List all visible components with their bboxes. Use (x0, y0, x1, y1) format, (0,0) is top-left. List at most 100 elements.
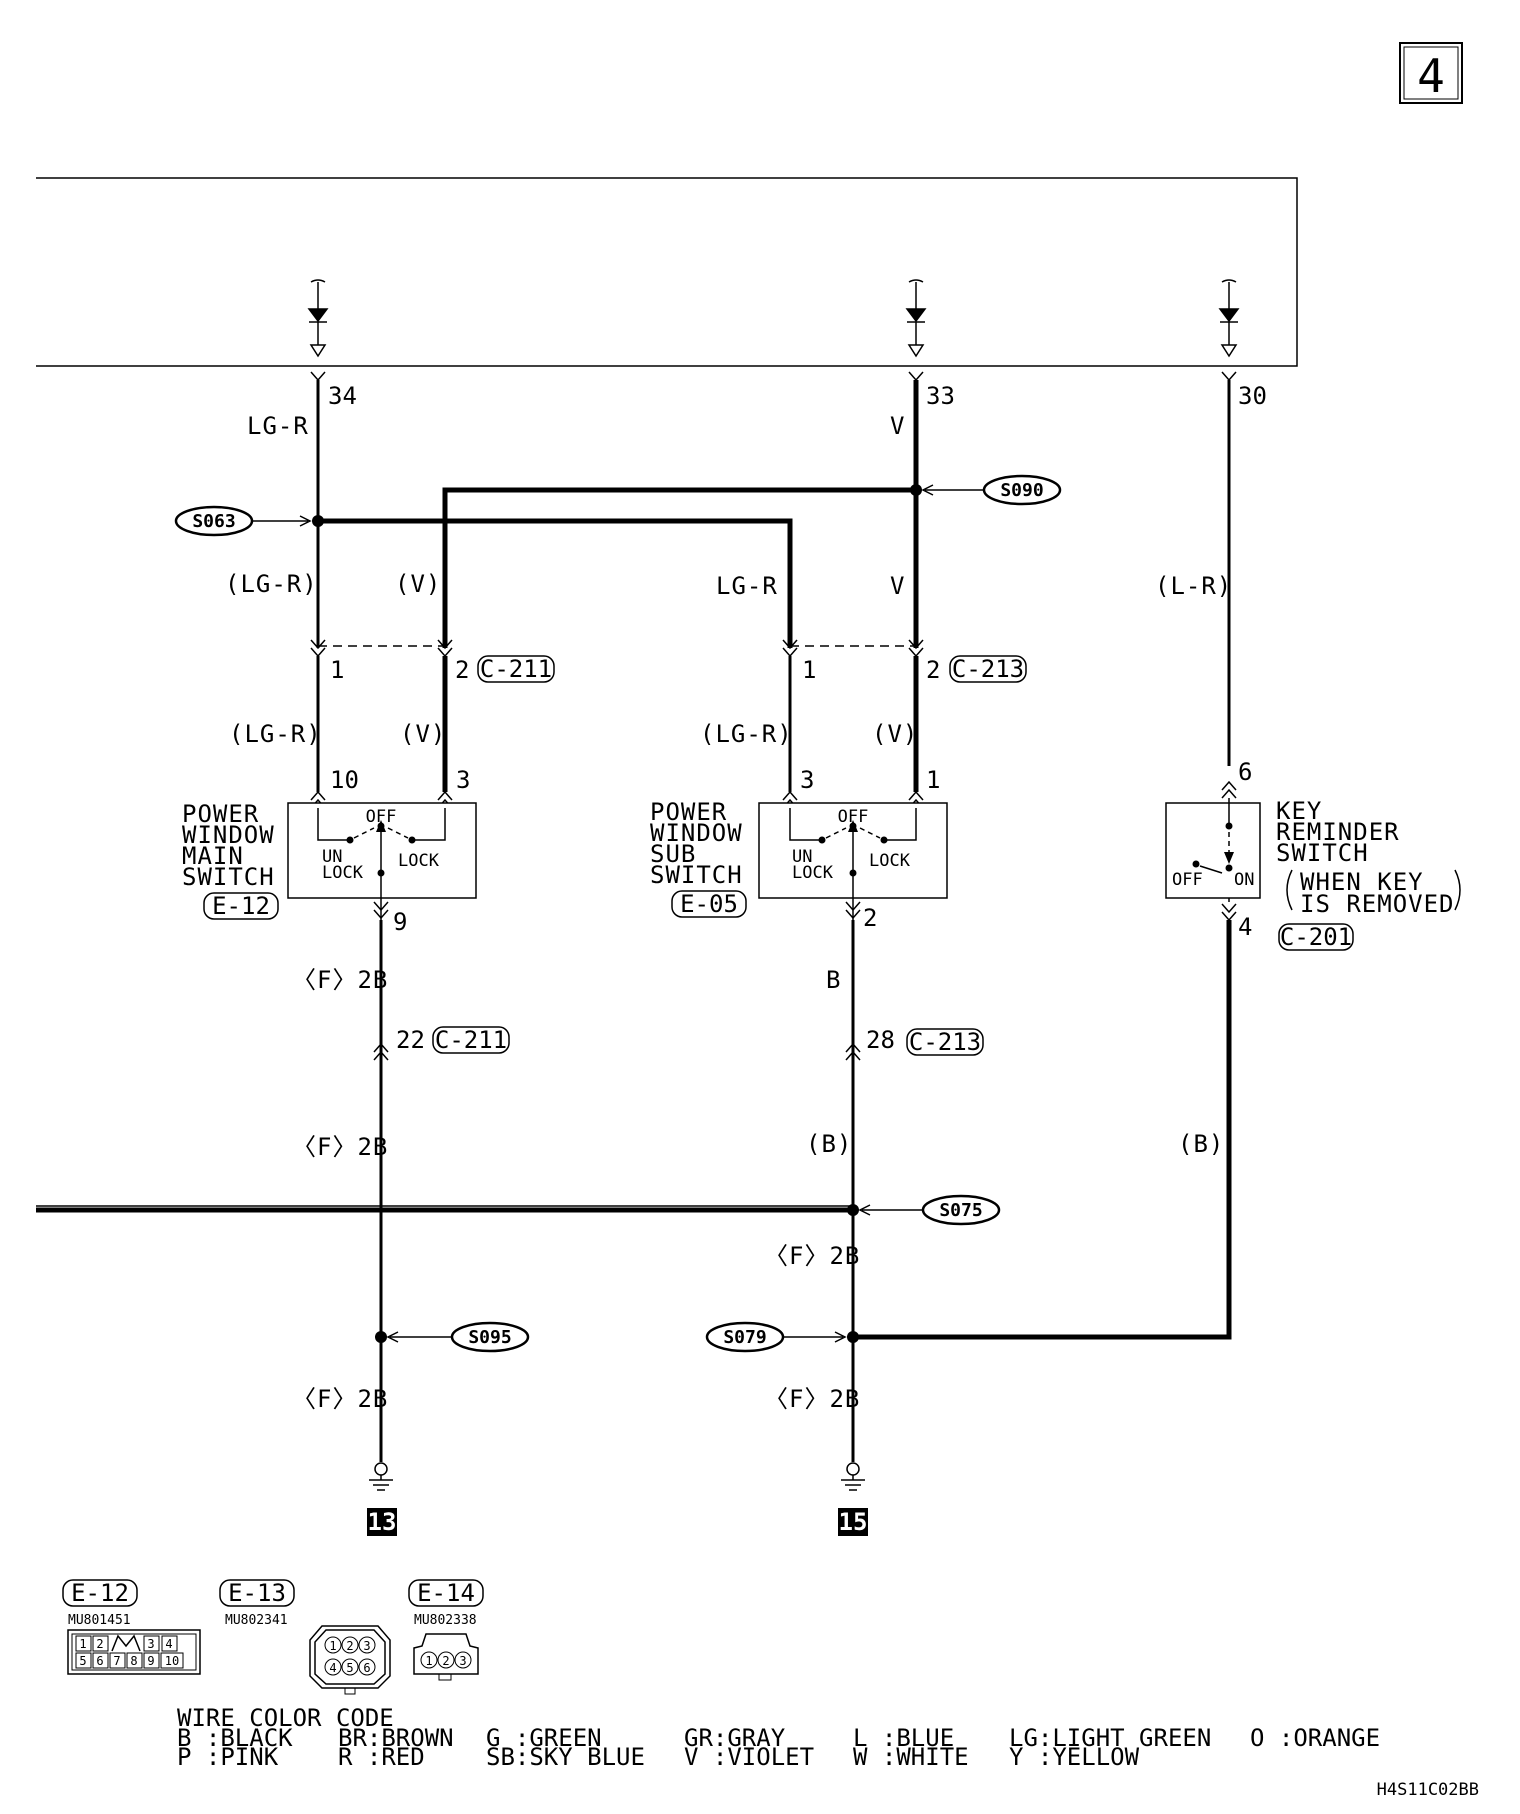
position-unlock: UN (792, 847, 812, 867)
legend-entry: BR:BROWN (338, 1724, 454, 1752)
splice-dot-s075 (847, 1204, 859, 1216)
connector-id: C-201 (1280, 923, 1352, 951)
svg-text:3: 3 (363, 1639, 370, 1653)
wire-label: 〈F〉2B (764, 1385, 860, 1413)
pin-label: 3 (456, 766, 470, 794)
connector-c213-lower: 28 C-213 (845, 1026, 984, 1061)
connector-id: E-05 (680, 890, 738, 918)
svg-text:E-12: E-12 (71, 1579, 129, 1607)
wire-label: (B) (806, 1130, 852, 1158)
switch-name: SWITCH (182, 863, 275, 891)
svg-text:2: 2 (346, 1639, 353, 1653)
svg-text:C-213: C-213 (909, 1028, 981, 1056)
position-off: OFF (838, 807, 869, 827)
wire-color-code-legend: WIRE COLOR CODE B :BLACK BR:BROWN G :GRE… (177, 1704, 1380, 1771)
wire-label: (LG-R) (700, 720, 793, 748)
legend-entry: O :ORANGE (1250, 1724, 1380, 1752)
connector-c211-upper (310, 639, 453, 658)
pin-label: 1 (926, 766, 940, 794)
switch-name: POWER (650, 798, 727, 826)
switch-name: SWITCH (650, 861, 743, 889)
connector-c211-label: 1 2 C-211 (330, 655, 555, 684)
splice-dot-s079 (847, 1331, 859, 1343)
wire-label: LG-R (716, 572, 778, 600)
connector-c213-label: 1 2 C-213 (802, 655, 1027, 684)
splice-label: S095 (468, 1327, 511, 1348)
svg-text:MU801451: MU801451 (68, 1613, 131, 1628)
power-window-sub-switch: 3 1 POWER WINDOW SUB SWITCH E-05 OFF UN … (650, 766, 948, 932)
terminal-pin: 30 (1238, 382, 1267, 410)
svg-text:C-211: C-211 (480, 655, 552, 683)
legend-entry: L :BLUE (853, 1724, 954, 1752)
ground-13: 13 (367, 1462, 397, 1536)
wire-label: B (826, 966, 841, 994)
switch-condition: IS REMOVED (1300, 890, 1455, 918)
legend-entry: P :PINK (177, 1743, 279, 1771)
svg-text:2: 2 (455, 656, 469, 684)
wire-label: (V) (400, 720, 446, 748)
splice-dot-s090 (910, 484, 922, 496)
key-reminder-switch: 6 OFF ON KEY REMINDER SWITCH WHEN KEY IS… (1165, 758, 1461, 951)
diagram-code: H4S11C02BB (1377, 1780, 1479, 1800)
terminal-pin: 34 (328, 382, 357, 410)
svg-text:C-211: C-211 (435, 1026, 507, 1054)
position-on: ON (1234, 870, 1254, 890)
wire-label: 〈F〉2B (292, 1385, 388, 1413)
svg-text:1: 1 (425, 1654, 432, 1668)
switch-name: MAIN (182, 842, 244, 870)
svg-text:2: 2 (926, 656, 940, 684)
connector-view-e12: E-12 MU801451 1 2 3 4 5 6 7 8 9 10 (62, 1579, 201, 1675)
position-lock: LOCK (869, 851, 911, 871)
svg-text:C-213: C-213 (952, 655, 1024, 683)
pin-label: 9 (393, 908, 407, 936)
wire-label: (V) (872, 720, 918, 748)
switch-name: POWER (182, 800, 259, 828)
connector-id: E-12 (212, 892, 270, 920)
splice-label: S079 (723, 1327, 766, 1348)
legend-entry: GR:GRAY (684, 1724, 786, 1752)
svg-text:4: 4 (329, 1661, 336, 1675)
legend-entry: W :WHITE (853, 1743, 969, 1771)
terminal-30: 30 (1221, 371, 1267, 410)
pin-label: 3 (800, 766, 814, 794)
legend-entry: G :GREEN (486, 1724, 602, 1752)
svg-text:3: 3 (459, 1654, 466, 1668)
svg-text:MU802338: MU802338 (414, 1613, 477, 1628)
position-unlock: LOCK (792, 863, 834, 883)
position-unlock: UN (322, 847, 342, 867)
switch-name: WINDOW (182, 821, 275, 849)
splice-dot-s095 (375, 1331, 387, 1343)
switch-name: REMINDER (1276, 818, 1400, 846)
splice-label: S090 (1000, 480, 1043, 501)
position-unlock: LOCK (322, 863, 364, 883)
wire-color-label: LG-R (247, 412, 309, 440)
legend-entry: R :RED (338, 1743, 425, 1771)
position-lock: LOCK (398, 851, 440, 871)
svg-text:4: 4 (165, 1637, 172, 1651)
splice-dot-s063 (312, 515, 324, 527)
legend-title: WIRE COLOR CODE (177, 1704, 394, 1732)
splice-s090: S090 (921, 474, 1062, 506)
svg-text:E-14: E-14 (417, 1579, 475, 1607)
wire-label: 〈F〉2B (764, 1242, 860, 1270)
wire-label: (LG-R) (225, 570, 318, 598)
wire-label: (LG-R) (229, 720, 322, 748)
wire-label: 〈F〉2B (292, 1133, 388, 1161)
svg-text:MU802341: MU802341 (225, 1613, 288, 1628)
svg-text:7: 7 (113, 1654, 120, 1668)
svg-text:5: 5 (346, 1661, 353, 1675)
page-number: 4 (1417, 49, 1445, 103)
switch-name: SUB (650, 840, 696, 868)
svg-text:1: 1 (329, 1639, 336, 1653)
svg-text:2: 2 (96, 1637, 103, 1651)
svg-text:1: 1 (79, 1637, 86, 1651)
legend-entry: V :VIOLET (684, 1743, 814, 1771)
switch-name: SWITCH (1276, 839, 1369, 867)
svg-text:1: 1 (802, 656, 816, 684)
internal-circuit-34 (307, 279, 329, 358)
terminal-34: 34 LG-R (247, 371, 357, 440)
svg-text:28: 28 (866, 1026, 895, 1054)
svg-text:22: 22 (396, 1026, 425, 1054)
wire-key-ground (853, 920, 1232, 1340)
pin-label: 10 (330, 766, 359, 794)
